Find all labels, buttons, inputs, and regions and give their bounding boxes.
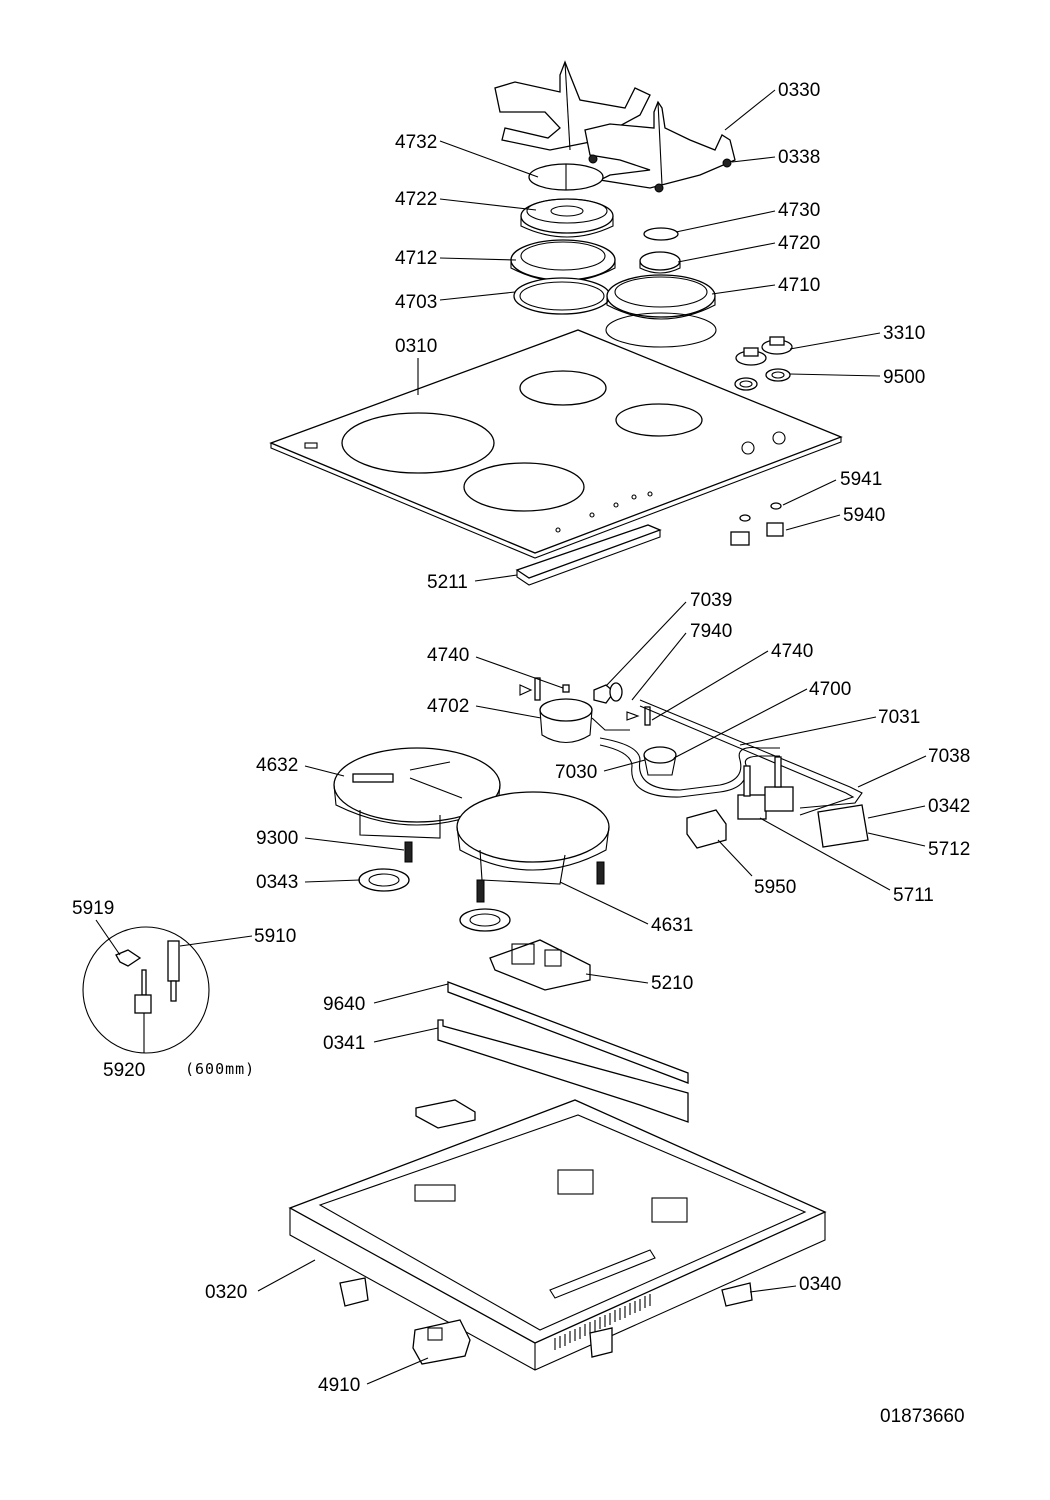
- label-0342: 0342: [928, 796, 970, 817]
- vent-slots: [554, 1294, 651, 1350]
- drawing-number: 01873660: [880, 1406, 965, 1427]
- burner-body-4710: [606, 274, 716, 320]
- label-5920: 5920: [103, 1060, 145, 1081]
- label-0320: 0320: [205, 1282, 247, 1303]
- label-0340: 0340: [799, 1274, 841, 1295]
- control-strip-5211: [515, 524, 662, 586]
- label-9300: 9300: [256, 828, 298, 849]
- label-4720: 4720: [778, 233, 820, 254]
- electrode-4740-right: [626, 706, 651, 726]
- label-9640: 9640: [323, 994, 365, 1015]
- label-4740-left: 4740: [427, 645, 469, 666]
- label-4722: 4722: [395, 189, 437, 210]
- control-board-5210: [489, 939, 591, 991]
- chassis-0320: [288, 1099, 827, 1371]
- label-5211: 5211: [427, 572, 468, 593]
- label-5711: 5711: [893, 885, 934, 906]
- label-5940: 5940: [843, 505, 885, 526]
- label-5919: 5919: [72, 898, 114, 919]
- label-4631: 4631: [651, 915, 693, 936]
- springs-9300: [404, 841, 605, 903]
- burner-cap-4732: [528, 163, 604, 191]
- label-0341: 0341: [323, 1033, 365, 1054]
- label-5712: 5712: [928, 839, 970, 860]
- label-7039: 7039: [690, 590, 732, 611]
- radiant-element-4631: [456, 791, 610, 885]
- burner-cap-4730: [643, 227, 679, 241]
- label-7038: 7038: [928, 746, 970, 767]
- size-note: (600mm): [185, 1060, 255, 1078]
- label-4700: 4700: [809, 679, 851, 700]
- label-3310: 3310: [883, 323, 925, 344]
- electrode-4740-left: [519, 677, 570, 701]
- terminal-block-4910: [412, 1319, 471, 1365]
- front-strip-9640: [447, 981, 689, 1084]
- spark-generator-5950: [686, 809, 727, 849]
- label-5941: 5941: [840, 469, 882, 490]
- label-4703: 4703: [395, 292, 437, 313]
- burner-base-4702: [529, 698, 630, 744]
- label-4732: 4732: [395, 132, 437, 153]
- clips-5940: [730, 502, 784, 546]
- knob-bezels-9500: [734, 368, 791, 391]
- flame-spreader-4720: [639, 251, 681, 274]
- knobs-3310: [735, 336, 793, 366]
- label-7031: 7031: [878, 707, 920, 728]
- leader-lines: [95, 89, 927, 1385]
- elbow-7039: [593, 682, 623, 704]
- label-5910: 5910: [254, 926, 296, 947]
- gasket-0343: [358, 868, 511, 932]
- pan-support-right: [584, 100, 736, 193]
- seal-4710-lower: [605, 312, 717, 348]
- flame-spreader-4722: [520, 198, 614, 238]
- label-4910: 4910: [318, 1375, 360, 1396]
- label-7940: 7940: [690, 621, 732, 642]
- label-0338: 0338: [778, 147, 820, 168]
- burner-body-4712: [510, 239, 616, 282]
- part-labels: 0330 4732 0338 4722 4730 4720 4712 4710 …: [72, 80, 970, 1427]
- label-0310: 0310: [395, 336, 437, 357]
- feet-0340: [339, 1277, 753, 1358]
- inset-detail: [82, 926, 210, 1054]
- label-4730: 4730: [778, 200, 820, 221]
- label-4632: 4632: [256, 755, 298, 776]
- label-5950: 5950: [754, 877, 796, 898]
- glass-top-0310: [269, 329, 843, 559]
- bracket-loose: [415, 1099, 476, 1129]
- burner-base-4700: [643, 746, 677, 776]
- seal-4703: [513, 277, 611, 315]
- gas-pipes-7030-7031-7038: [599, 699, 863, 816]
- label-7030: 7030: [555, 762, 597, 783]
- label-0330: 0330: [778, 80, 820, 101]
- label-9500: 9500: [883, 367, 925, 388]
- gas-taps-5711: [737, 756, 794, 820]
- label-4702: 4702: [427, 696, 469, 717]
- label-5210: 5210: [651, 973, 693, 994]
- label-4710: 4710: [778, 275, 820, 296]
- label-4712: 4712: [395, 248, 437, 269]
- label-0343: 0343: [256, 872, 298, 893]
- bracket-0342: [817, 804, 869, 848]
- front-panel-0341: [437, 1019, 689, 1123]
- label-4740-right: 4740: [771, 641, 813, 662]
